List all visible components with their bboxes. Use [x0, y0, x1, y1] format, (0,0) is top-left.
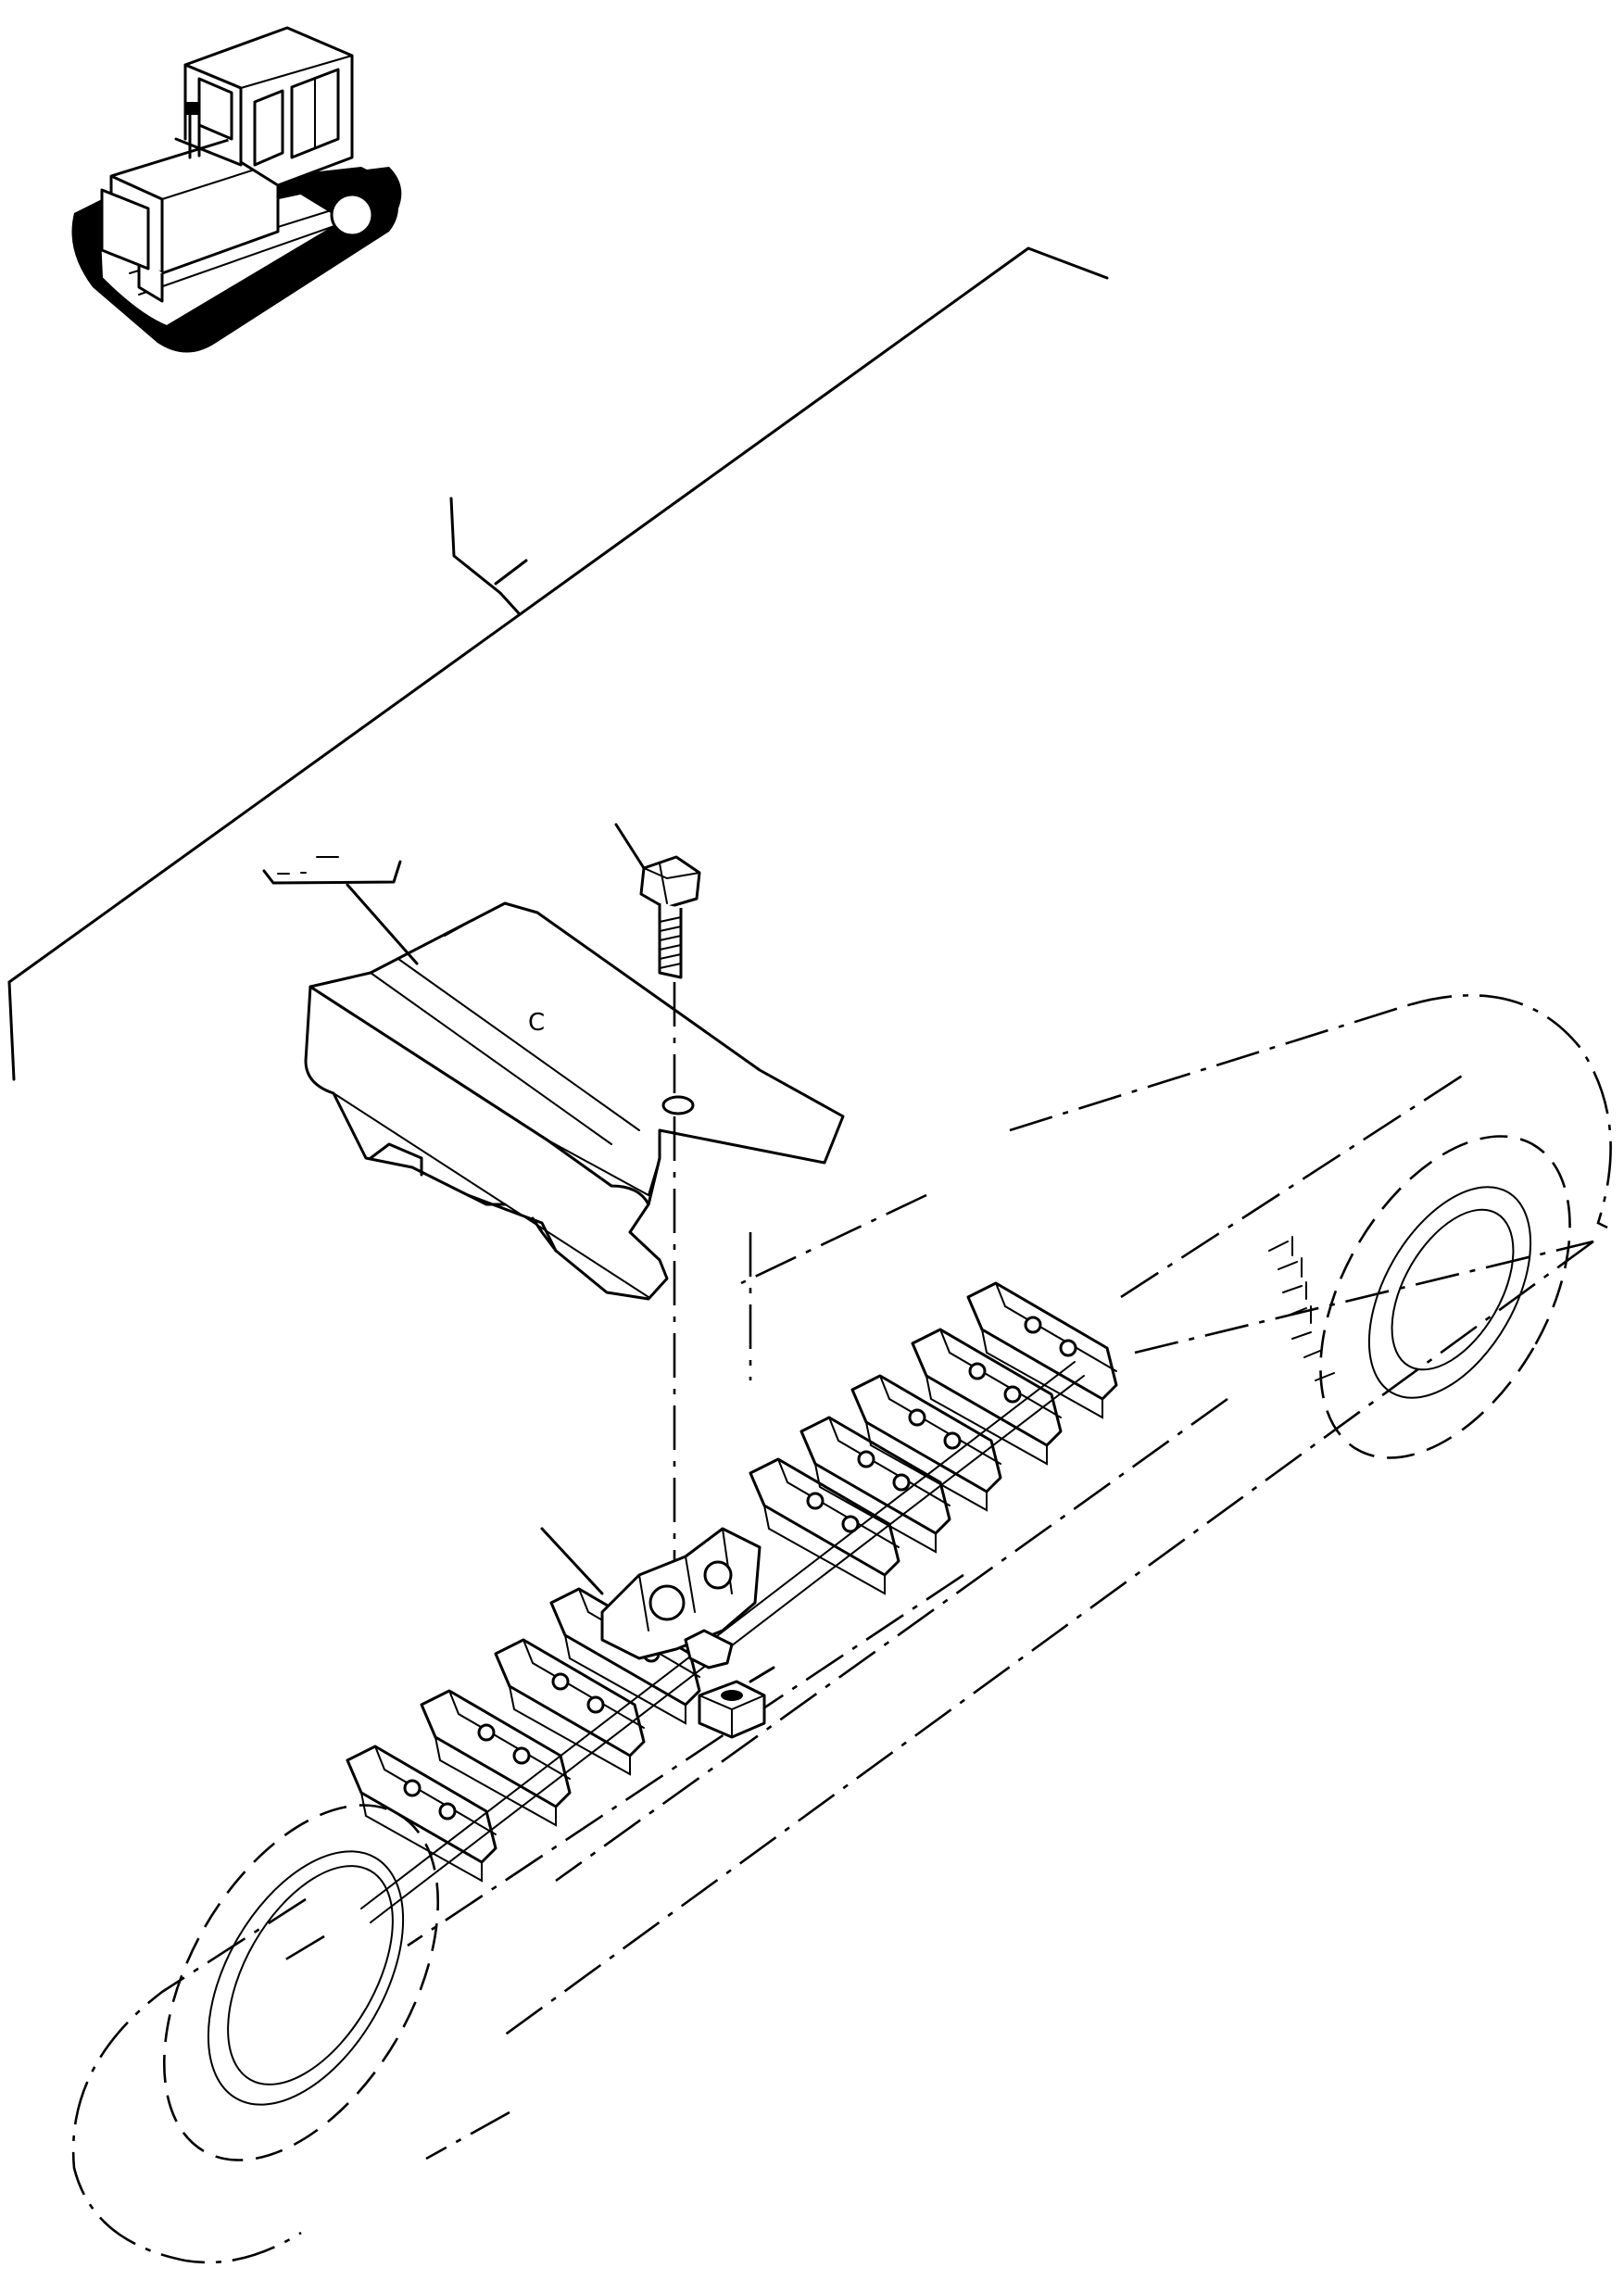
assembled-track-shoe [494, 1638, 646, 1776]
shoe-bolt-hole [943, 1431, 962, 1450]
shoe-mark-text: C [528, 1009, 545, 1037]
shoe-bolt-hole [806, 1492, 825, 1510]
track-chain-outline [71, 994, 1612, 2264]
track-shoe-row [346, 1281, 1118, 1923]
shoe-bolt-hole [841, 1515, 860, 1533]
shoe-bolt-hole [857, 1450, 875, 1468]
shoe-bolt-hole [477, 1723, 496, 1742]
frame-outline [7, 246, 1109, 1081]
crawler-tractor-icon [71, 26, 402, 353]
shoe-bolt-hole [968, 1362, 987, 1380]
shoe-bolt-hole [551, 1672, 570, 1691]
shoe-bolt-hole [1024, 1316, 1042, 1334]
assembled-track-shoe [799, 1416, 951, 1554]
track-shoe: C [262, 856, 845, 1301]
shoe-bolt-hole [438, 1802, 457, 1821]
assembled-track-shoe [911, 1328, 1063, 1466]
shoe-bolt-hole [1003, 1385, 1022, 1404]
assembled-track-shoe [346, 1745, 497, 1883]
shoe-bolt-hole [403, 1779, 422, 1797]
shoe-bolt-hole [908, 1408, 926, 1427]
shoe-bolt-hole [586, 1695, 605, 1714]
shoe-bolt [614, 823, 701, 1575]
shoe-bolt-hole [892, 1473, 911, 1492]
shoe-bolt-hole [1059, 1339, 1077, 1357]
link-assembly [540, 1527, 775, 1739]
assembled-track-shoe [966, 1281, 1118, 1419]
shoe-bolt-hole [512, 1746, 531, 1765]
assembled-track-shoe [850, 1374, 1002, 1512]
